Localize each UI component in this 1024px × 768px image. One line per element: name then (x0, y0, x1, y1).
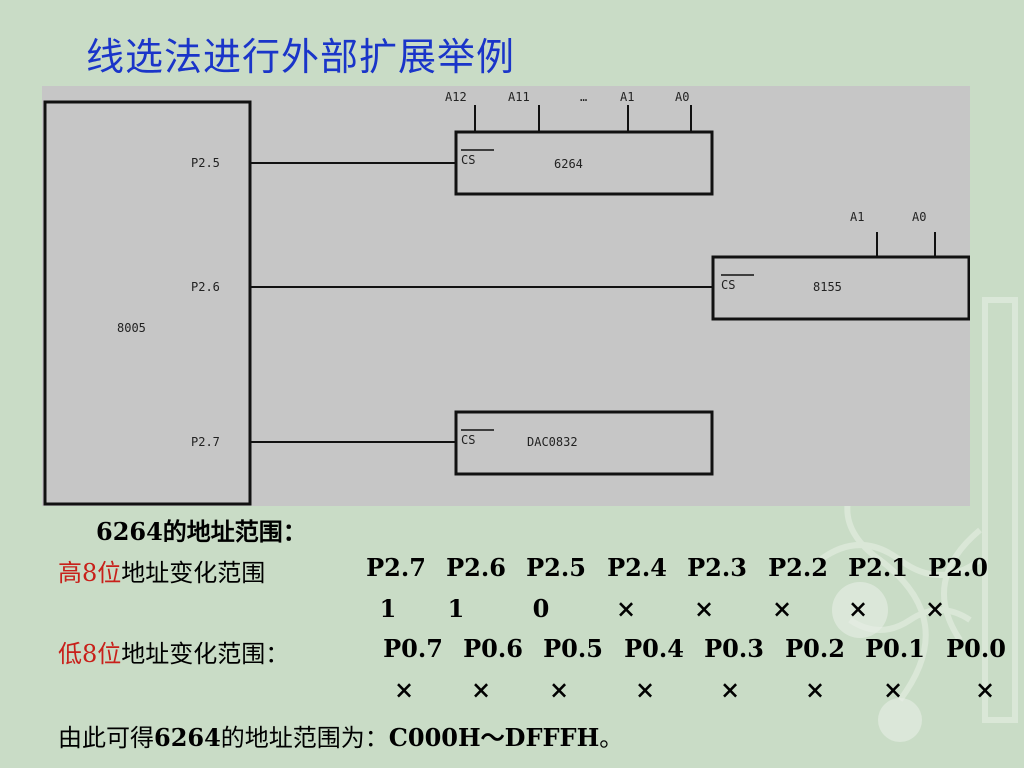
page-title: 线选法进行外部扩展举例 (86, 35, 516, 79)
high-value: × (615, 594, 637, 623)
high-pin: P2.0 (928, 553, 988, 582)
conclusion-mid: 的地址范围为： (220, 724, 389, 752)
high-value: 0 (532, 594, 550, 623)
low-pin: P0.0 (946, 634, 1006, 663)
mcu-block (43, 100, 252, 506)
high-value: × (693, 594, 715, 623)
chip2-cs-label: CS (721, 278, 735, 292)
pin-p25-label: P2.5 (191, 156, 220, 170)
chip2-a0-label: A0 (912, 210, 926, 224)
high-value: 1 (447, 594, 465, 623)
chip1-cs-label: CS (461, 153, 475, 167)
addr-a11-label: A11 (508, 90, 530, 104)
chip1-name-label: 6264 (554, 157, 583, 171)
low-pin: P0.2 (785, 634, 845, 663)
high-values-row: 1 1 0 × × × × × (0, 594, 1024, 624)
conclusion-prefix: 由此可得 (58, 724, 154, 752)
low-pin: P0.6 (463, 634, 523, 663)
pin-p27-label: P2.7 (191, 435, 220, 449)
high-bits-red: 高8位 (58, 559, 122, 587)
chip3-name-label: DAC0832 (527, 435, 578, 449)
low-bits-red: 低8位 (58, 640, 122, 668)
low-value: × (548, 675, 570, 704)
range-heading: 6264的地址范围： (96, 512, 307, 547)
high-pin: P2.2 (768, 553, 828, 582)
low-pin: P0.7 (383, 634, 443, 663)
low-value: × (470, 675, 492, 704)
chip2-a1-label: A1 (850, 210, 864, 224)
pin-p26-label: P2.6 (191, 280, 220, 294)
low-pin: P0.1 (865, 634, 925, 663)
conclusion-end: 。 (599, 724, 624, 752)
conclusion-chip: 6264 (154, 723, 221, 752)
low-pin: P0.3 (704, 634, 764, 663)
high-pins-row: P2.7 P2.6 P2.5 P2.4 P2.3 P2.2 P2.1 P2.0 (0, 553, 1024, 583)
high-pin: P2.1 (848, 553, 908, 582)
high-value: × (771, 594, 793, 623)
low-value: × (719, 675, 741, 704)
conclusion-line: 由此可得6264的地址范围为：C000H～DFFFH。 (58, 718, 623, 753)
chip-6264-block (454, 130, 714, 196)
high-pin: P2.3 (687, 553, 747, 582)
low-pin: P0.5 (543, 634, 603, 663)
low-value: × (882, 675, 904, 704)
high-pin: P2.7 (366, 553, 426, 582)
chip3-cs-label: CS (461, 433, 475, 447)
conclusion-value: C000H～DFFFH (388, 723, 600, 752)
low-values-row: × × × × × × × × (0, 675, 1024, 705)
low-bits-rest: 地址变化范围： (121, 640, 290, 668)
low-value: × (804, 675, 826, 704)
range-heading-text: 6264的地址范围： (96, 517, 307, 546)
low-bits-label: 低8位地址变化范围： (58, 634, 289, 669)
high-bits-rest: 地址变化范围 (121, 559, 266, 587)
addr-a1-label: A1 (620, 90, 634, 104)
low-pin: P0.4 (624, 634, 684, 663)
chip-dac-block (454, 410, 714, 476)
addr-a0-label: A0 (675, 90, 689, 104)
high-pin: P2.6 (446, 553, 506, 582)
chip2-name-label: 8155 (813, 280, 842, 294)
circuit-diagram: 8005 P2.5 P2.6 P2.7 A12 A11 … A1 A0 CS 6… (42, 86, 970, 506)
high-value: × (847, 594, 869, 623)
high-pin: P2.5 (526, 553, 586, 582)
low-value: × (393, 675, 415, 704)
chip-8155-block (711, 255, 970, 321)
addr-ellipsis-label: … (580, 90, 587, 104)
mcu-label: 8005 (117, 321, 146, 335)
high-value: 1 (379, 594, 397, 623)
high-bits-label: 高8位地址变化范围 (58, 553, 265, 588)
high-value: × (924, 594, 946, 623)
low-pins-row: P0.7 P0.6 P0.5 P0.4 P0.3 P0.2 P0.1 P0.0 (0, 634, 1024, 664)
addr-a12-label: A12 (445, 90, 467, 104)
low-value: × (974, 675, 996, 704)
high-pin: P2.4 (607, 553, 667, 582)
low-value: × (634, 675, 656, 704)
